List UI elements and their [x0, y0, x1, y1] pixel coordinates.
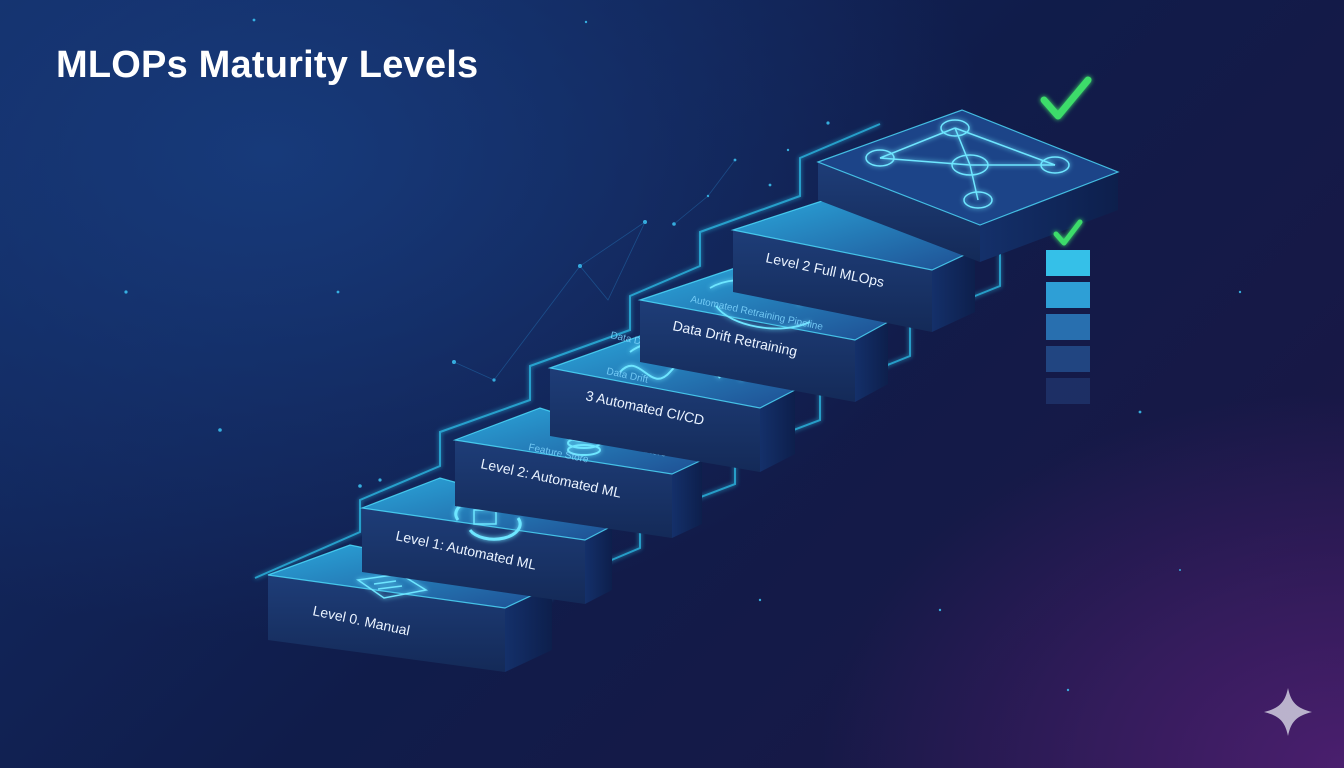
network-icon: [865, 119, 1070, 209]
step-1: Level 1: Automated ML: [359, 477, 614, 604]
progress-bar-column: [1046, 250, 1090, 404]
step-2: Feature Store Feature Store Level 2: Aut…: [452, 407, 704, 538]
upper-glow-line: [254, 123, 881, 579]
step-5: Level 2 Full MLOps: [730, 199, 977, 332]
sparkle-icon: [1264, 688, 1312, 736]
check-icon: [1053, 219, 1083, 246]
clipboard-icon: [356, 573, 429, 599]
check-icon: [1040, 76, 1092, 120]
star-particles: [124, 18, 1242, 692]
constellation-lines: [453, 159, 736, 381]
top-platform: [816, 109, 1120, 262]
step-4: Automated Retraining Pipeline Data Drift…: [637, 267, 890, 402]
page-title: MLOPs Maturity Levels: [56, 44, 479, 86]
